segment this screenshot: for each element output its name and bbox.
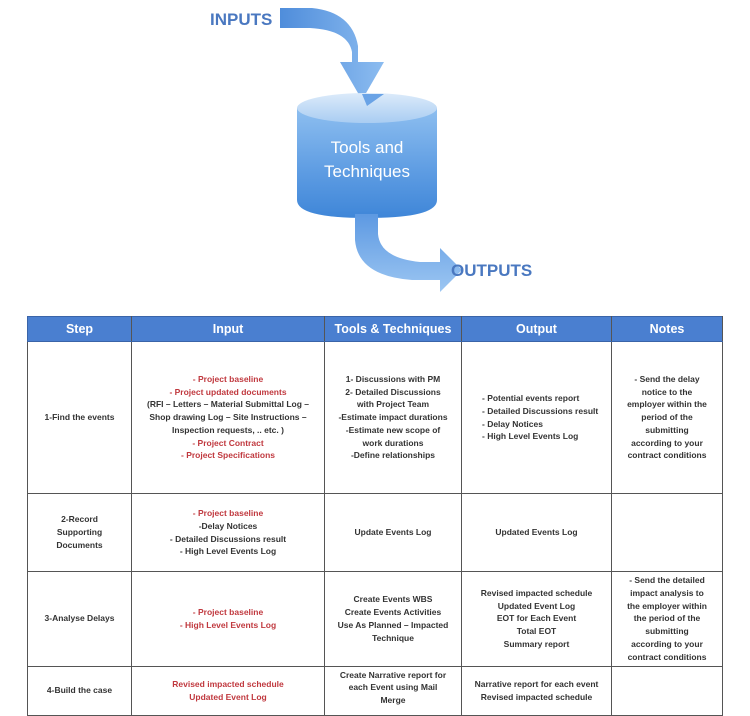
step-cell: 4-Build the case bbox=[27, 665, 132, 716]
tools-cell: Create Events WBS Create Events Activiti… bbox=[324, 571, 462, 667]
output-cell: Narrative report for each event Revised … bbox=[461, 665, 612, 716]
table-row: 2-Record Supporting Documents - Project … bbox=[27, 493, 723, 572]
column-header-input: Input bbox=[131, 316, 325, 342]
flow-graphic bbox=[280, 8, 462, 292]
notes-cell bbox=[611, 665, 723, 716]
tools-techniques-label: Tools and Techniques bbox=[323, 138, 410, 181]
input-arrow-icon bbox=[280, 8, 384, 100]
tools-cell: 1- Discussions with PM 2- Detailed Discu… bbox=[324, 341, 462, 494]
step-cell: 2-Record Supporting Documents bbox=[27, 493, 132, 572]
column-header-step: Step bbox=[27, 316, 132, 342]
column-header-output: Output bbox=[461, 316, 612, 342]
notes-cell: - Send the delay notice to the employer … bbox=[611, 341, 723, 494]
table-row: 3-Analyse Delays - Project baseline - Hi… bbox=[27, 571, 723, 667]
table-header-row: Step Input Tools & Techniques Output Not… bbox=[27, 316, 723, 342]
output-cell: Updated Events Log bbox=[461, 493, 612, 572]
table-row: 4-Build the case Revised impacted schedu… bbox=[27, 665, 723, 716]
output-arrow-icon bbox=[355, 214, 462, 292]
output-cell: Revised impacted schedule Updated Event … bbox=[461, 571, 612, 667]
process-diagram: INPUTS Tools and Techniques OUTPUTS bbox=[0, 0, 750, 305]
inputs-label: INPUTS bbox=[210, 10, 273, 29]
input-cell: Revised impacted schedule Updated Event … bbox=[131, 665, 325, 716]
step-cell: 3-Analyse Delays bbox=[27, 571, 132, 667]
cylinder-icon bbox=[297, 93, 437, 218]
process-table: Step Input Tools & Techniques Output Not… bbox=[27, 316, 723, 716]
column-header-notes: Notes bbox=[611, 316, 723, 342]
tools-cell: Update Events Log bbox=[324, 493, 462, 572]
column-header-tools: Tools & Techniques bbox=[324, 316, 462, 342]
notes-cell: - Send the detailed impact analysis to t… bbox=[611, 571, 723, 667]
outputs-label: OUTPUTS bbox=[451, 261, 533, 280]
input-cell: - Project baseline - High Level Events L… bbox=[131, 571, 325, 667]
tools-cell: Create Narrative report for each Event u… bbox=[324, 665, 462, 716]
step-cell: 1-Find the events bbox=[27, 341, 132, 494]
input-cell: - Project baseline - Project updated doc… bbox=[131, 341, 325, 494]
notes-cell bbox=[611, 493, 723, 572]
table-row: 1-Find the events - Project baseline - P… bbox=[27, 341, 723, 494]
output-cell: - Potential events report - Detailed Dis… bbox=[461, 341, 612, 494]
input-cell: - Project baseline -Delay Notices - Deta… bbox=[131, 493, 325, 572]
